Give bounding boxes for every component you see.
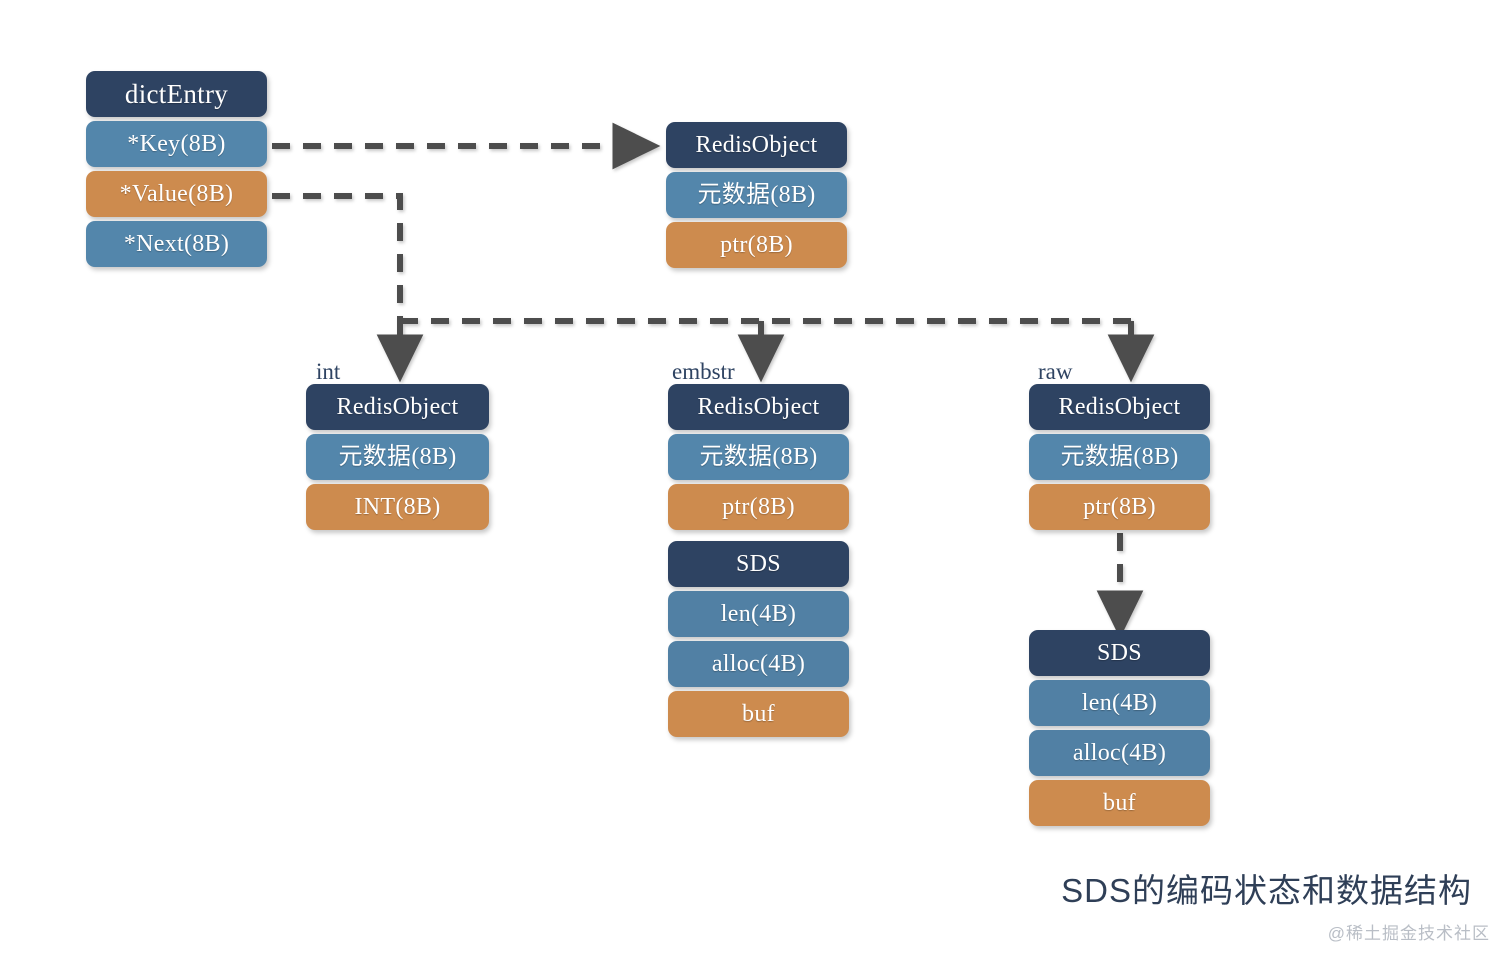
raw-sds-title: SDS (1029, 630, 1210, 676)
raw-sds-alloc[interactable]: alloc(4B) (1029, 730, 1210, 776)
encoding-tag-int: int (316, 359, 341, 384)
dictentry-field-value[interactable]: *Value(8B) (86, 171, 267, 217)
key-redisobject-ptr[interactable]: ptr(8B) (666, 222, 847, 268)
raw-sds-len[interactable]: len(4B) (1029, 680, 1210, 726)
key-redisobject-metadata[interactable]: 元数据(8B) (666, 172, 847, 218)
wire-value-trunk (272, 193, 403, 321)
embstr-redisobject-title: RedisObject (668, 384, 849, 430)
encoding-tag-embstr: embstr (672, 359, 735, 384)
raw-redisobject-ptr[interactable]: ptr(8B) (1029, 484, 1210, 530)
int-redisobject-metadata[interactable]: 元数据(8B) (306, 434, 489, 480)
dictentry-title: dictEntry (86, 71, 267, 117)
embstr-sds-title: SDS (668, 541, 849, 587)
dictentry-field-key[interactable]: *Key(8B) (86, 121, 267, 167)
int-redisobject-title: RedisObject (306, 384, 489, 430)
embstr-sds-alloc[interactable]: alloc(4B) (668, 641, 849, 687)
embstr-sds-len[interactable]: len(4B) (668, 591, 849, 637)
raw-sds-buf[interactable]: buf (1029, 780, 1210, 826)
raw-redisobject-title: RedisObject (1029, 384, 1210, 430)
int-redisobject-int[interactable]: INT(8B) (306, 484, 489, 530)
encoding-tag-raw: raw (1038, 359, 1073, 384)
embstr-sds-buf[interactable]: buf (668, 691, 849, 737)
watermark-label: @稀土掘金技术社区 (1327, 924, 1490, 943)
raw-redisobject-metadata[interactable]: 元数据(8B) (1029, 434, 1210, 480)
dictentry-field-next[interactable]: *Next(8B) (86, 221, 267, 267)
embstr-redisobject-metadata[interactable]: 元数据(8B) (668, 434, 849, 480)
key-redisobject-title: RedisObject (666, 122, 847, 168)
diagram-caption: SDS的编码状态和数据结构 (1061, 872, 1472, 909)
embstr-redisobject-ptr[interactable]: ptr(8B) (668, 484, 849, 530)
